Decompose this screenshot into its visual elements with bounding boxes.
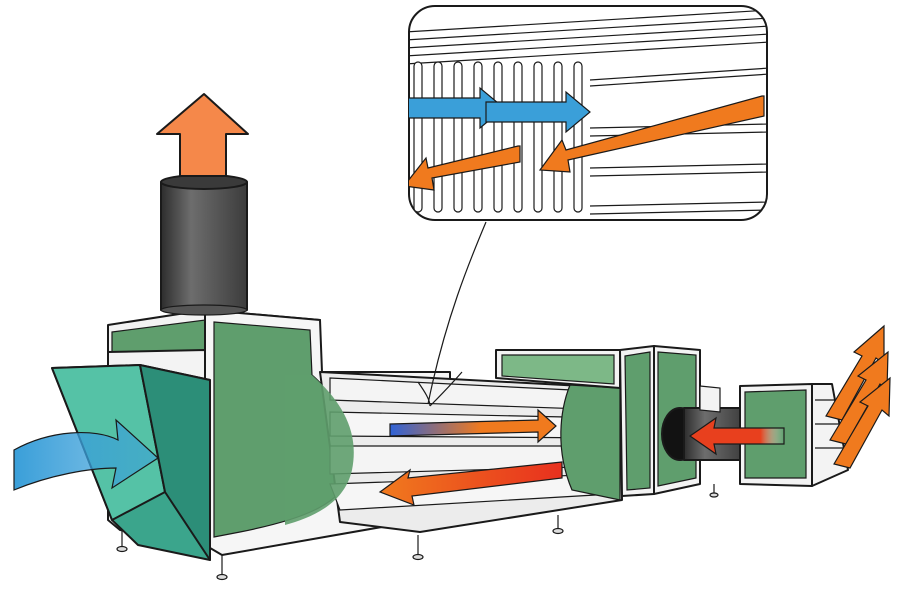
burner-input-arrow [688, 416, 785, 456]
diagonal-arrow-icon [833, 376, 891, 469]
left-arrow-icon [538, 95, 765, 173]
burner-housing [619, 345, 745, 497]
right-arrow-icon [485, 90, 591, 134]
cold-air-intake-arrow [13, 418, 159, 491]
zoom-cold-air-arrows [409, 86, 591, 134]
upper-right-module [495, 349, 621, 389]
exhaust-up-arrow [156, 93, 249, 177]
zoom-hot-air-arrows [409, 95, 765, 191]
zoom-inset [408, 5, 768, 221]
exhaust-chimney [160, 174, 248, 316]
tube-flow-arrows [378, 408, 563, 506]
left-arrow-icon [409, 145, 521, 191]
right-arrow-icon [389, 408, 557, 444]
zoom-callout-lines [417, 221, 487, 407]
support-legs [116, 484, 719, 581]
warm-air-outlet-arrows [825, 324, 891, 469]
curved-arrow-icon [13, 418, 159, 491]
left-arrow-icon [688, 416, 785, 456]
zoom-inset-content [409, 9, 767, 215]
up-arrow-icon [156, 93, 249, 177]
left-arrow-icon [378, 461, 563, 506]
